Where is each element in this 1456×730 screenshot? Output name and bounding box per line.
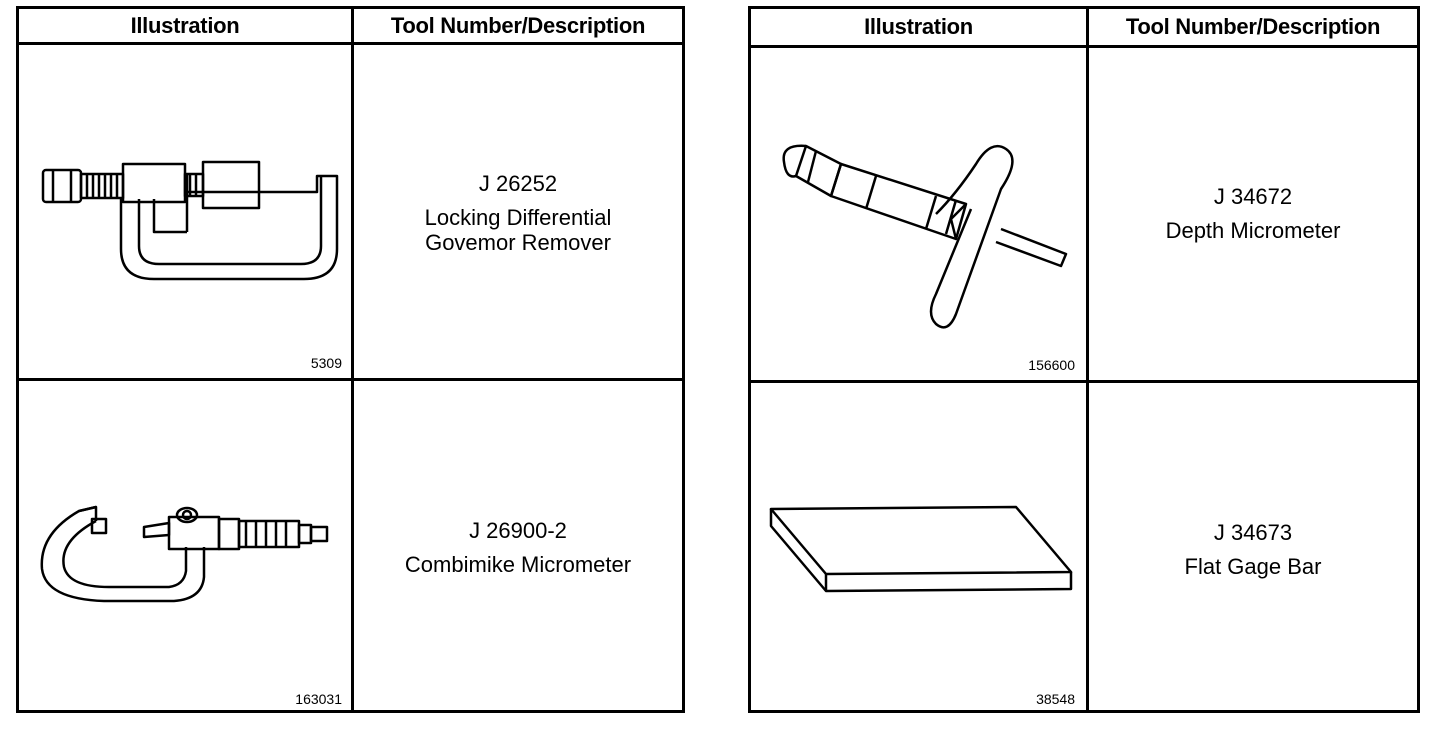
- tool-number: J 26900-2: [469, 518, 567, 543]
- column-divider: [1086, 9, 1089, 710]
- header-illustration: Illustration: [19, 9, 351, 45]
- header-tool-description: Tool Number/Description: [354, 9, 682, 45]
- description-line: Flat Gage Bar: [1184, 554, 1322, 579]
- figure-number: 38548: [1036, 691, 1075, 707]
- tool-table-right: Illustration Tool Number/Description 156…: [748, 6, 1420, 713]
- header-tool-description: Tool Number/Description: [1089, 9, 1417, 48]
- figure-number: 163031: [295, 691, 342, 707]
- tool-number: J 34673: [1213, 520, 1293, 545]
- description-line: Govemor Remover: [425, 230, 611, 255]
- c-clamp-remover-icon: [41, 160, 339, 281]
- flat-gage-bar-icon: [769, 505, 1073, 593]
- tool-table-left: Illustration Tool Number/Description: [16, 6, 685, 713]
- row-divider: [19, 378, 682, 381]
- column-divider: [351, 9, 354, 710]
- figure-number: 5309: [310, 355, 342, 371]
- tool-description: J 34672 Depth Micrometer: [1089, 184, 1417, 243]
- micrometer-icon: [40, 505, 329, 603]
- description-line: Combimike Micrometer: [404, 552, 632, 577]
- description-line: Depth Micrometer: [1165, 218, 1341, 243]
- tool-description: J 26900-2 Combimike Micrometer: [354, 518, 682, 577]
- tool-description: J 26252 Locking Differential Govemor Rem…: [354, 171, 682, 255]
- description-line: Locking Differential: [424, 205, 612, 230]
- header-illustration: Illustration: [751, 9, 1086, 48]
- row-divider: [751, 380, 1417, 383]
- depth-micrometer-icon: [782, 144, 1068, 329]
- tool-description: J 34673 Flat Gage Bar: [1089, 520, 1417, 579]
- figure-number: 156600: [1028, 357, 1075, 373]
- tool-number: J 26252: [478, 171, 558, 196]
- tool-number: J 34672: [1213, 184, 1293, 209]
